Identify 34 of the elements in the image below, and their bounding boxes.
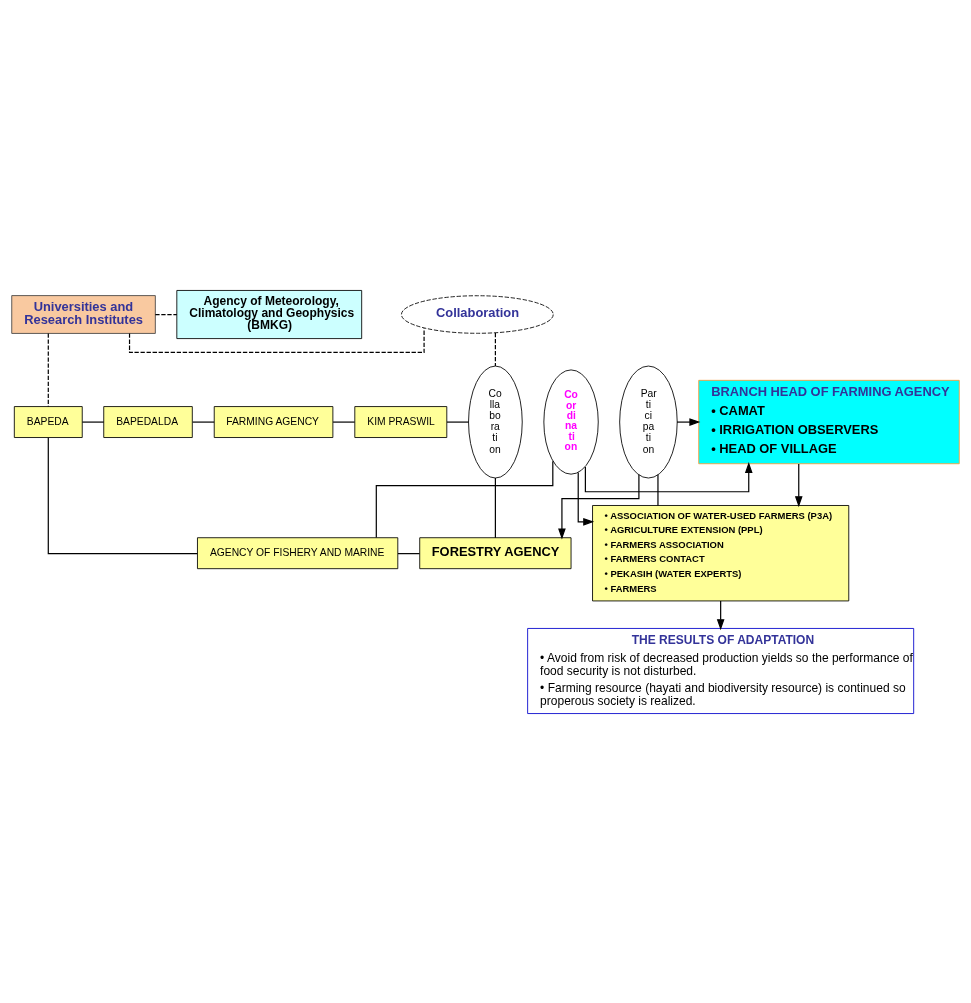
arrow [676, 417, 701, 426]
connector [397, 552, 421, 554]
node-box: AGENCY OF FISHERY AND MARINE [197, 536, 399, 569]
arrow [584, 461, 753, 492]
arrow [794, 462, 803, 507]
arrow [577, 471, 595, 526]
connector [657, 473, 659, 506]
node-box: FARMING AGENCY [213, 405, 334, 438]
arrow [716, 600, 725, 630]
connector [446, 420, 470, 423]
node-box: KIM PRASWIL [354, 405, 448, 438]
connector [494, 476, 496, 538]
arrow [558, 473, 640, 539]
node-box: BRANCH HEAD OF FARMING AGENCY • CAMAT • IRRIGATION OBSERVERS • HEAD OF VILLAGE [698, 379, 960, 464]
node-box: THE RESULTS OF ADAPTATION • Avoid from risk of decreased production yields so the performance of food security is not disturbed. • Farming resource (hayati and biodiversity resource) is continued so properous society is realized. [527, 627, 915, 714]
connector [128, 327, 425, 353]
node-ellipse: Co or di na ti on [543, 369, 599, 475]
connector [81, 420, 105, 423]
node-ellipse: Par ti ci pa ti on [619, 365, 678, 478]
connector [47, 436, 198, 554]
connector [192, 420, 215, 423]
node-ellipse: Co lla bo ra ti on [468, 365, 523, 478]
node-box: BAPEDALDA [103, 405, 193, 438]
connector [494, 331, 496, 366]
connector [47, 332, 49, 407]
node-ellipse: Collaboration [401, 294, 554, 334]
connector [332, 420, 356, 423]
node-box: Universities and Research Institutes [11, 294, 156, 334]
node-box: BAPEDA [13, 405, 83, 438]
connector [375, 460, 554, 538]
node-box: Agency of Meteorology, Climatology and Geophysics (BMKG) [176, 289, 363, 339]
node-box: • ASSOCIATION OF WATER-USED FARMERS (P3A) • AGRICULTURE EXTENSION (PPL) • FARMERS ASSOCIATION • FARMERS CONTACT • PEKASIH (WATER EXPERTS) • FARMERS [592, 504, 850, 601]
connector [154, 313, 178, 315]
node-box: FORESTRY AGENCY [419, 536, 572, 569]
